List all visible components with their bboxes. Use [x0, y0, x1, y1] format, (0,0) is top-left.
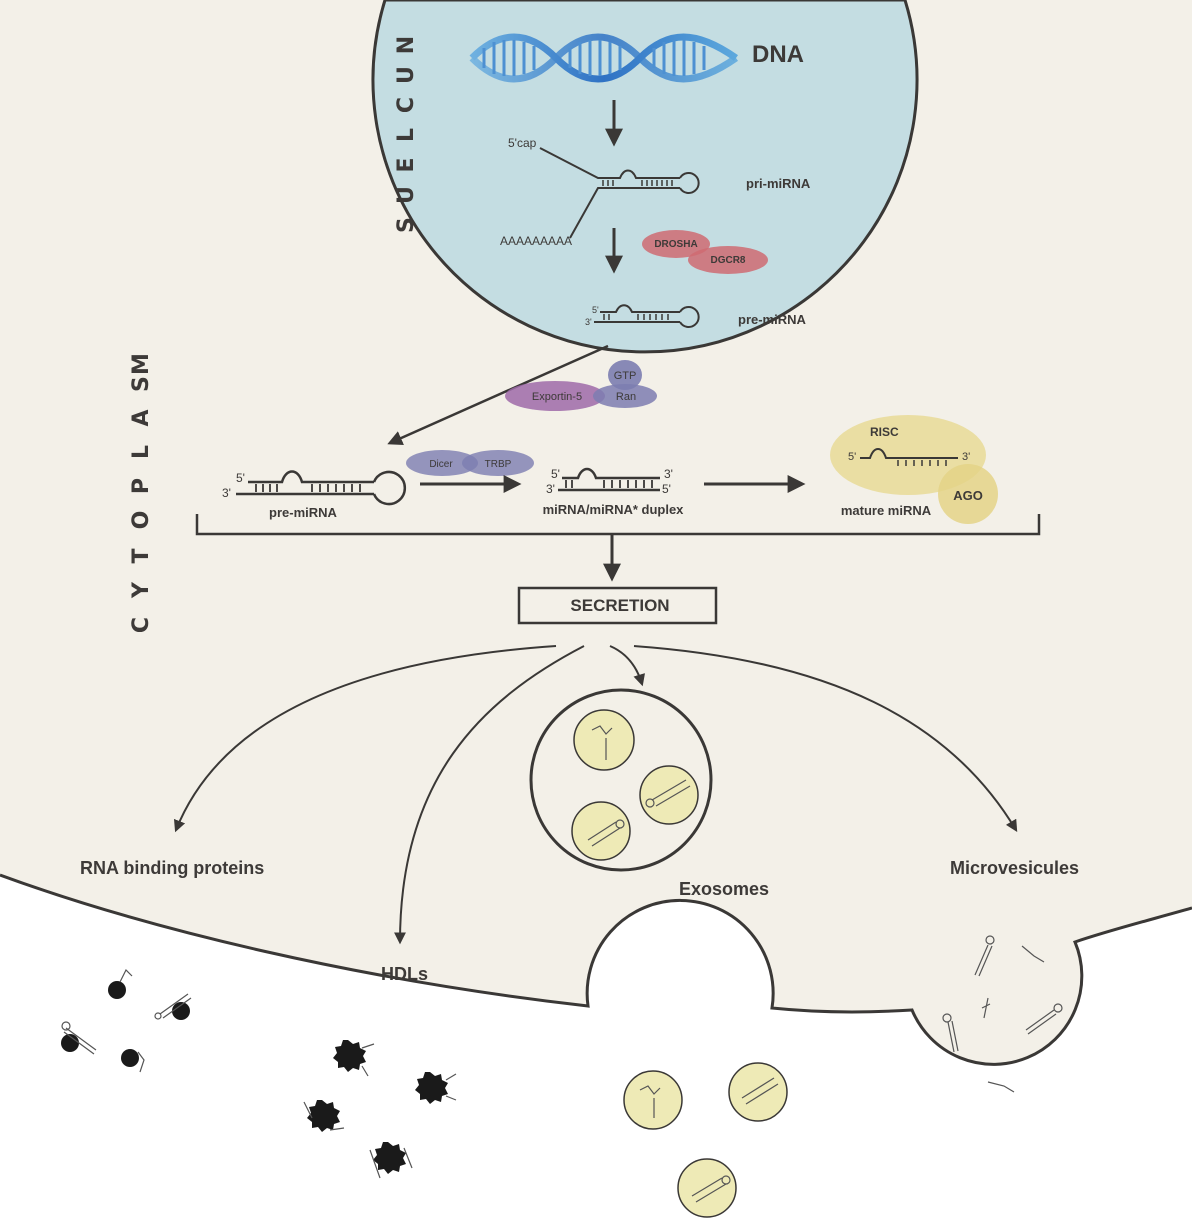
ran-protein [593, 384, 657, 408]
nucleus-letter: L [394, 128, 419, 142]
exportin-5-protein [505, 381, 605, 411]
pre-5-label: 5' [592, 305, 599, 315]
dna-helix-icon [469, 33, 739, 83]
hdl-label: HDLs [381, 964, 428, 984]
nucleus-letter: S [394, 217, 419, 233]
risc-5-label: 5' [848, 451, 856, 463]
duplex-3b-label: 3' [664, 467, 673, 481]
mature-mirna-label: mature miRNA [841, 503, 932, 518]
cytoplasm-letter: S [129, 376, 154, 392]
exportin-label: Exportin-5 [532, 391, 582, 403]
ran-label: Ran [616, 391, 636, 403]
risc-3-label: 3' [962, 451, 970, 463]
dicer-protein [406, 450, 478, 476]
risc-label: RISC [870, 425, 899, 439]
dna-label: DNA [752, 41, 804, 68]
microvesicles-label: Microvesicules [950, 858, 1079, 878]
nucleus [371, 0, 919, 354]
trbp-protein [462, 450, 534, 476]
nucleus-letter: U [394, 66, 419, 84]
intraluminal-vesicle [571, 801, 631, 861]
microvesicle-route-arrow [633, 645, 1018, 833]
pre-mirna-hairpin-icon [236, 470, 406, 506]
mature-mirna-strand-icon [860, 448, 958, 466]
nucleus-letter: C [394, 97, 419, 113]
polya-label: AAAAAAAAA [500, 234, 572, 248]
exosome-route-arrow [609, 645, 645, 687]
secretion-label: SECRETION [570, 596, 669, 615]
cytoplasm-letter: C [129, 617, 154, 633]
duplex-label: miRNA/miRNA* duplex [543, 502, 685, 517]
cell-membrane [0, 873, 1192, 1066]
rbp-label: RNA binding proteins [80, 858, 264, 878]
pre-cyto-3-label: 3' [222, 486, 231, 500]
pre-mirna-nuclear-hairpin-icon [594, 304, 700, 328]
rbp-route-arrow [174, 645, 557, 833]
cytoplasm-letter: O [129, 511, 154, 530]
released-exosome [728, 1062, 788, 1122]
secretion-box [517, 586, 718, 625]
duplex-5a-label: 5' [551, 467, 560, 481]
ago-label: AGO [953, 488, 983, 503]
cytoplasm-letter: P [129, 478, 154, 494]
dgcr8-protein [688, 246, 768, 274]
pre-mirna-nuclear-label: pre-miRNA [738, 312, 807, 327]
export-arrow [387, 344, 609, 445]
microvesicle-mirna-fragments [942, 935, 1063, 1093]
nucleus-label: N U C L E U S [394, 36, 419, 233]
drosha-label: DROSHA [654, 239, 697, 250]
rbp-complex [61, 1021, 97, 1055]
hdl-particle [333, 1040, 375, 1077]
cap-label: 5'cap [508, 136, 537, 150]
pri-mirna-label: pri-miRNA [746, 176, 811, 191]
hdl-particle [369, 1142, 413, 1179]
pre-cyto-5-label: 5' [236, 471, 245, 485]
duplex-3a-label: 3' [546, 482, 555, 496]
rbp-complex [108, 968, 133, 999]
bracket [195, 514, 1041, 536]
intraluminal-vesicle [573, 709, 635, 771]
pre-3-label: 3' [585, 317, 592, 327]
gtp-molecule [608, 360, 642, 390]
cytoplasm-label: C Y T O P L A S M [129, 353, 154, 633]
rbp-complex [121, 1049, 145, 1073]
trbp-label: TRBP [485, 459, 512, 470]
multivesicular-body [529, 688, 713, 872]
duplex-icon [558, 467, 660, 492]
cytoplasm-letter: M [129, 353, 154, 375]
cytoplasm-letter: Y [129, 581, 154, 599]
pri-mirna-hairpin-icon [539, 147, 700, 239]
nucleus-letter: E [394, 157, 419, 172]
pre-mirna-label: pre-miRNA [269, 505, 338, 520]
drosha-protein [642, 230, 710, 258]
hdl-particle [303, 1100, 345, 1132]
dicer-label: Dicer [429, 459, 453, 470]
cytoplasm-letter: A [129, 409, 154, 426]
nucleus-letter: N [394, 36, 419, 54]
rbp-complex [154, 993, 192, 1020]
hdl-particle [415, 1072, 457, 1104]
duplex-5b-label: 5' [662, 482, 671, 496]
ago-protein [938, 464, 998, 524]
gtp-label: GTP [614, 370, 637, 382]
exosomes-label: Exosomes [679, 879, 769, 899]
dgcr8-label: DGCR8 [710, 255, 745, 266]
intraluminal-vesicle [639, 765, 699, 825]
released-exosome [623, 1070, 683, 1130]
hdl-route-arrow [394, 645, 585, 945]
cytoplasm-letter: L [129, 445, 154, 459]
cytoplasm-letter: T [129, 548, 154, 563]
nucleus-letter: U [394, 186, 419, 204]
released-exosome [677, 1158, 737, 1218]
cytoplasm [0, 0, 1192, 1065]
